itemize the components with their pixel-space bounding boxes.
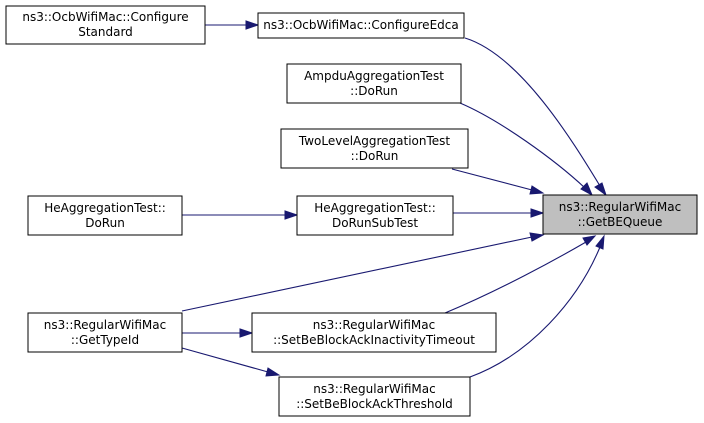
node-configure-edca-line-1: ns3::OcbWifiMac::ConfigureEdca <box>263 18 458 32</box>
node-threshold-line-1: ns3::RegularWifiMac <box>313 382 435 396</box>
node-get-type-id-line-1: ns3::RegularWifiMac <box>44 318 166 332</box>
node-ampdu-doRun[interactable]: AmpduAggregationTest ::DoRun <box>286 63 462 104</box>
node-inactivity-line-2: ::SetBeBlockAckInactivityTimeout <box>273 333 475 347</box>
arrowhead-from-inactivity <box>582 235 597 246</box>
node-set-inactivity-timeout[interactable]: ns3::RegularWifiMac ::SetBeBlockAckInact… <box>251 312 497 353</box>
arrowhead-threshold <box>265 367 281 377</box>
arrowhead-from-get-type-id <box>529 232 545 242</box>
node-he-doRun-line-2: DoRun <box>85 216 125 230</box>
node-threshold-line-2: ::SetBeBlockAckThreshold <box>296 397 453 411</box>
node-configure-edca[interactable]: ns3::OcbWifiMac::ConfigureEdca <box>257 12 465 39</box>
node-configure-standard[interactable]: ns3::OcbWifiMac::Configure Standard <box>5 5 206 45</box>
node-configure-standard-line-1: ns3::OcbWifiMac::Configure <box>22 10 188 24</box>
arrowhead-configure-edca <box>245 20 260 30</box>
edge-get-type-id-to-get-be-queue <box>181 236 533 312</box>
node-ampdu-line-1: AmpduAggregationTest <box>304 69 444 83</box>
node-twolevel-line-1: TwoLevelAggregationTest <box>298 134 451 148</box>
node-twolevel-doRun[interactable]: TwoLevelAggregationTest ::DoRun <box>280 128 469 169</box>
node-get-type-id[interactable]: ns3::RegularWifiMac ::GetTypeId <box>27 312 183 353</box>
arrowhead-from-ampdu <box>580 182 594 197</box>
node-configure-standard-line-2: Standard <box>78 25 133 39</box>
node-get-be-queue-line-2: ::GetBEQueue <box>578 215 663 229</box>
node-ampdu-line-2: ::DoRun <box>350 84 398 98</box>
edge-configure-edca-to-get-be-queue <box>464 37 601 187</box>
edge-ampdu-to-get-be-queue <box>459 102 586 189</box>
node-he-subtest-line-2: DoRunSubTest <box>332 216 418 230</box>
node-he-subtest-line-1: HeAggregationTest:: <box>314 201 436 215</box>
node-he-doRunSubTest[interactable]: HeAggregationTest:: DoRunSubTest <box>296 195 454 236</box>
node-inactivity-line-1: ns3::RegularWifiMac <box>313 318 435 332</box>
node-get-be-queue[interactable]: ns3::RegularWifiMac ::GetBEQueue <box>542 194 698 235</box>
node-twolevel-line-2: ::DoRun <box>351 149 399 163</box>
edge-inactivity-to-get-be-queue <box>444 241 587 314</box>
arrowhead-from-threshold <box>595 234 605 250</box>
arrowhead-inactivity <box>239 328 254 338</box>
edge-threshold-to-get-be-queue <box>469 246 601 378</box>
arrowhead-he-subtest <box>284 210 299 220</box>
edge-twolevel-to-get-be-queue <box>451 168 533 191</box>
edge-get-type-id-to-threshold <box>181 347 269 373</box>
node-get-type-id-line-2: ::GetTypeId <box>71 333 139 347</box>
edges <box>181 20 607 378</box>
node-get-be-queue-line-1: ns3::RegularWifiMac <box>559 200 681 214</box>
node-he-doRun[interactable]: HeAggregationTest:: DoRun <box>27 195 183 236</box>
node-set-threshold[interactable]: ns3::RegularWifiMac ::SetBeBlockAckThres… <box>278 376 471 417</box>
node-he-doRun-line-1: HeAggregationTest:: <box>44 201 166 215</box>
arrowhead-from-configure-edca <box>594 182 607 197</box>
arrowhead-from-he-subtest <box>530 208 545 218</box>
arrowhead-from-twolevel <box>529 185 545 195</box>
